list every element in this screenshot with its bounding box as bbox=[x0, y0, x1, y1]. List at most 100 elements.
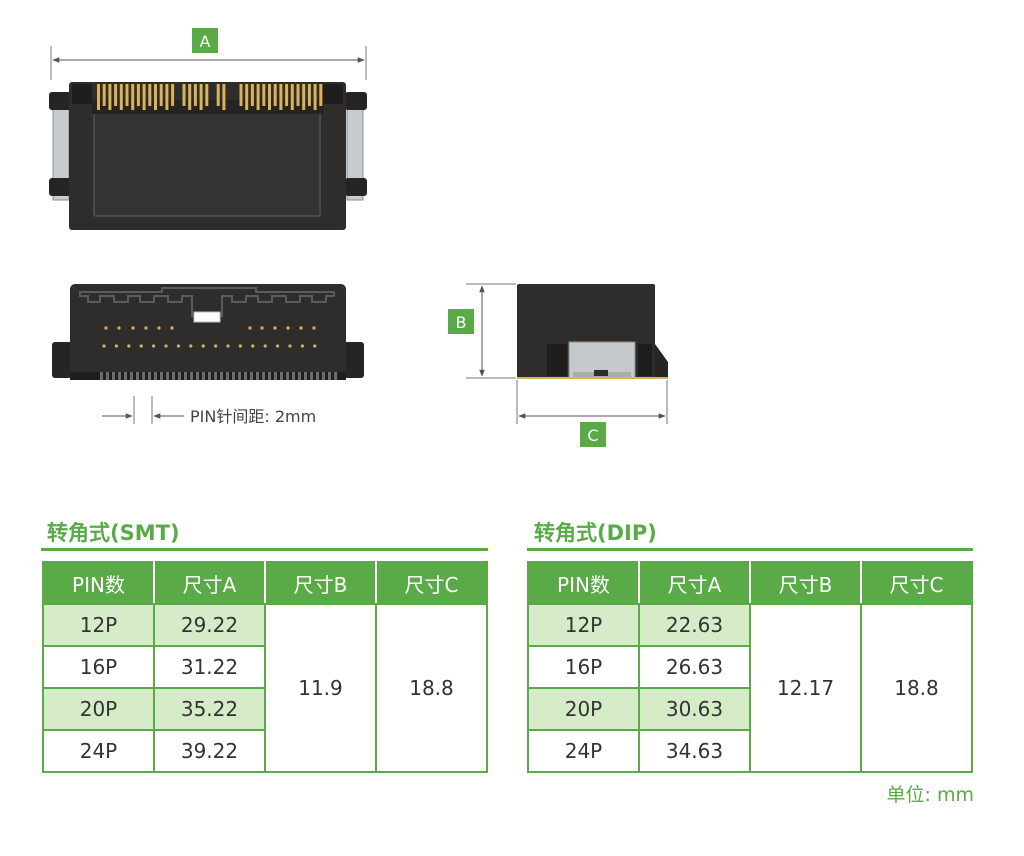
pin-hole bbox=[176, 344, 180, 348]
pin-hole bbox=[104, 326, 108, 330]
pin bbox=[279, 84, 283, 110]
table-row: 12P 22.63 12.17 18.8 bbox=[527, 603, 973, 773]
pin bbox=[319, 84, 323, 106]
pin-tail bbox=[118, 372, 121, 380]
pin-tail bbox=[232, 372, 235, 380]
pin-tail bbox=[280, 372, 283, 380]
pin-hole bbox=[299, 326, 303, 330]
size-c-cell: 18.8 bbox=[860, 603, 973, 773]
pin-tail bbox=[274, 372, 277, 380]
pin-tail bbox=[226, 372, 229, 380]
pin-tail bbox=[328, 372, 331, 380]
pin-hole bbox=[248, 326, 252, 330]
pin-count-cell: 24P bbox=[527, 729, 640, 773]
pin-hole bbox=[139, 344, 143, 348]
pin-tail bbox=[124, 372, 127, 380]
pin bbox=[256, 84, 260, 110]
pin-tail bbox=[262, 372, 265, 380]
pin bbox=[250, 84, 254, 106]
pin-hole bbox=[214, 344, 218, 348]
pin-tail bbox=[208, 372, 211, 380]
dimension-c-badge bbox=[580, 422, 606, 447]
table-row: 20P 30.63 bbox=[527, 687, 972, 731]
pin-tail bbox=[190, 372, 193, 380]
connector-drawing: A PIN针间距: 2mm bbox=[49, 28, 668, 447]
pin-count-cell: 24P bbox=[42, 729, 155, 773]
pin-tail bbox=[100, 372, 103, 380]
pin bbox=[193, 84, 197, 106]
table-row: 20P 35.22 bbox=[42, 687, 487, 731]
size-b-cell: 11.9 bbox=[264, 603, 377, 773]
pin-tail bbox=[214, 372, 217, 380]
dimension-a-badge bbox=[192, 28, 218, 53]
pin-hole bbox=[276, 344, 280, 348]
pin-count-cell: 20P bbox=[42, 687, 155, 731]
pin bbox=[131, 84, 135, 110]
pin bbox=[165, 84, 169, 110]
pin-hole bbox=[313, 344, 317, 348]
pin bbox=[239, 84, 243, 106]
pin bbox=[302, 84, 306, 110]
size-b-cell: 12.17 bbox=[749, 603, 862, 773]
top-pins bbox=[97, 84, 323, 110]
pin-hole bbox=[131, 326, 135, 330]
pin-tail bbox=[256, 372, 259, 380]
pin bbox=[108, 84, 112, 110]
pin bbox=[216, 84, 220, 106]
pin-tail bbox=[136, 372, 139, 380]
pin bbox=[171, 84, 175, 106]
header-size-c: 尺寸C bbox=[860, 561, 973, 605]
table-header-row: PIN数 尺寸A 尺寸B 尺寸C bbox=[527, 561, 973, 605]
pin-hole bbox=[127, 344, 131, 348]
pin bbox=[268, 84, 271, 110]
pin-tail bbox=[286, 372, 289, 380]
pin-tail bbox=[202, 372, 205, 380]
top-view: A bbox=[49, 28, 367, 230]
pin-tail bbox=[154, 372, 157, 380]
pin-hole bbox=[260, 326, 264, 330]
pin-hole bbox=[251, 344, 255, 348]
size-a-cell: 30.63 bbox=[638, 687, 751, 731]
header-pin-count: PIN数 bbox=[527, 561, 640, 605]
dimension-b-badge bbox=[448, 309, 474, 334]
pin-hole bbox=[170, 326, 174, 330]
dip-spec-table: PIN数 尺寸A 尺寸B 尺寸C 12P 22.63 12.17 18.8 16… bbox=[527, 561, 973, 773]
pin-hole bbox=[226, 344, 230, 348]
pin-tail bbox=[310, 372, 313, 380]
front-view: PIN针间距: 2mm bbox=[52, 284, 364, 426]
table-row: 24P 34.63 bbox=[527, 729, 972, 773]
pin-tail bbox=[178, 372, 181, 380]
pin-tail bbox=[316, 372, 319, 380]
pin-hole bbox=[238, 344, 242, 348]
dimension-b-label: B bbox=[456, 313, 467, 332]
header-size-a: 尺寸A bbox=[153, 561, 266, 605]
pin-tail bbox=[112, 372, 115, 380]
pin-hole bbox=[263, 344, 267, 348]
table-row: 16P 31.22 bbox=[42, 645, 487, 689]
size-a-cell: 35.22 bbox=[153, 687, 266, 731]
pin-count-cell: 20P bbox=[527, 687, 640, 731]
pin-tail bbox=[334, 372, 337, 380]
pin-tail bbox=[148, 372, 151, 380]
pin-tail bbox=[166, 372, 169, 380]
pin-hole bbox=[273, 326, 277, 330]
pin-tail bbox=[172, 372, 175, 380]
table-row: 24P 39.22 bbox=[42, 729, 487, 773]
pin bbox=[159, 84, 163, 106]
pin bbox=[222, 84, 226, 110]
pin-hole bbox=[102, 344, 106, 348]
pin-hole bbox=[152, 344, 156, 348]
pin-tail bbox=[184, 372, 187, 380]
side-view: B C bbox=[448, 283, 668, 447]
table-header-row: PIN数 尺寸A 尺寸B 尺寸C bbox=[42, 561, 488, 605]
pin bbox=[102, 84, 106, 106]
pin bbox=[307, 84, 311, 106]
pin bbox=[205, 84, 209, 106]
pin-tail bbox=[298, 372, 301, 380]
pin bbox=[136, 84, 140, 106]
pin-hole bbox=[201, 344, 205, 348]
size-a-cell: 34.63 bbox=[638, 729, 751, 773]
pin bbox=[97, 84, 100, 110]
table-row: 16P 26.63 bbox=[527, 645, 972, 689]
pin bbox=[142, 84, 146, 110]
